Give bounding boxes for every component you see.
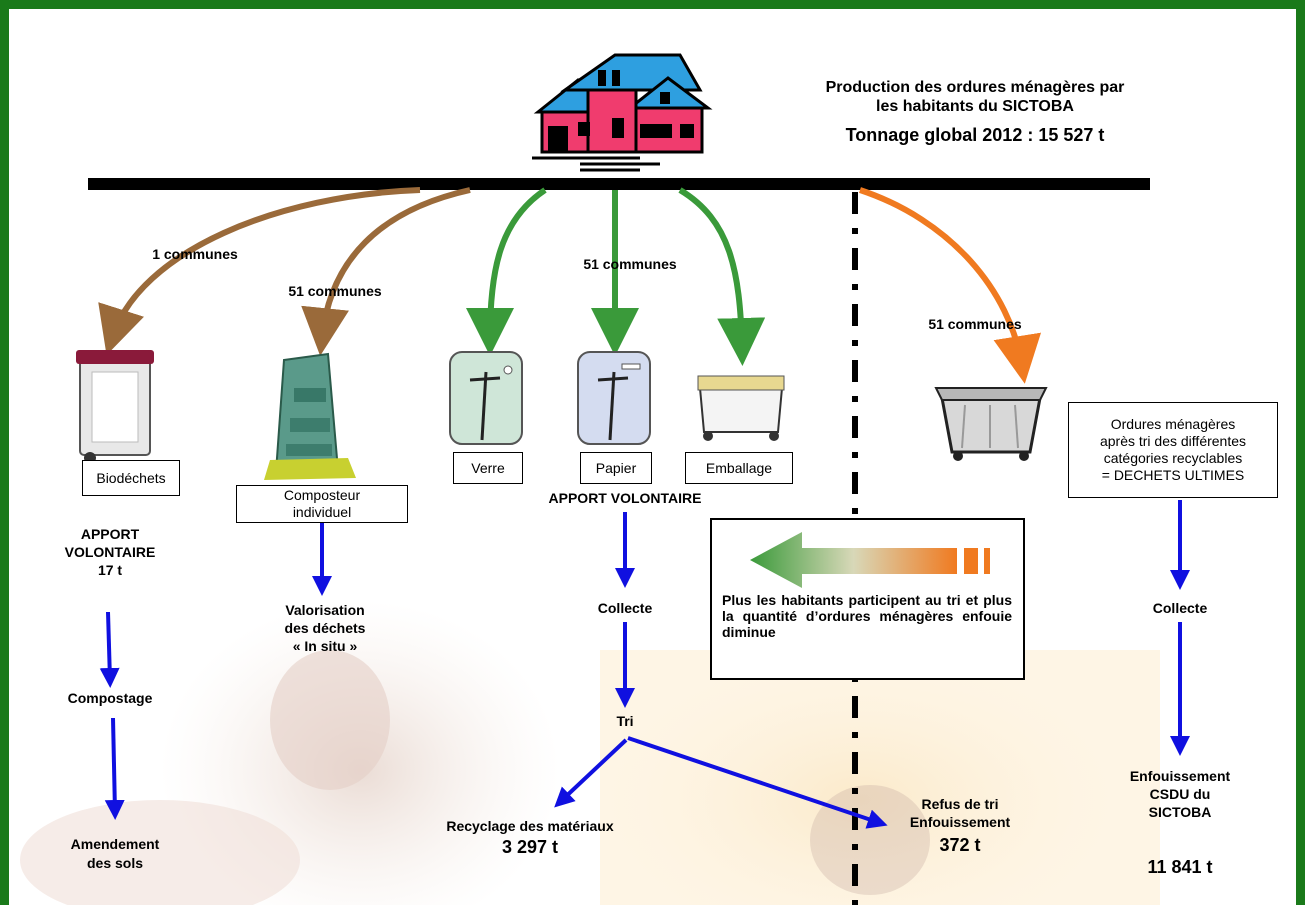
papier-label: Papier [595,459,637,476]
om-label-3: catégories recyclables [1103,450,1243,466]
enfouissement-label-3: SICTOBA [1148,804,1212,820]
refus-label-2: Enfouissement [909,814,1011,830]
arrow-to-emballage [678,187,766,366]
house-icon [532,53,713,172]
biodechets-bin-icon [76,350,154,464]
verre-container-icon [449,351,523,445]
enfouissement-label-2: CSDU du [1149,786,1211,802]
title-line1: Production des ordures ménagères par [825,79,1125,96]
amendement-label-2: des sols [86,855,144,871]
recyclage-tonnage: 3 297 t [501,837,559,857]
arrow-to-om [859,187,1042,384]
collecte-om-label: Collecte [1152,600,1208,616]
om-bin-icon [934,387,1048,461]
om-label-4: = DECHETS ULTIMES [1101,467,1245,483]
apport-tonnage: 17 t [97,562,123,578]
papier-container-icon [577,351,651,445]
om-label-1: Ordures ménagères [1110,416,1236,432]
valorisation-label-2: des déchets [284,620,366,636]
legend-text: Plus les habitants participent au tri et… [722,592,1012,640]
label-51-communes-compost: 51 communes [288,283,382,299]
tri-label: Tri [616,713,634,729]
composteur-icon [264,352,356,480]
biodechets-label: Biodéchets [96,469,166,486]
emballage-box: Emballage [685,452,793,484]
apport-label-2: VOLONTAIRE [64,544,156,560]
label-51-communes-tri: 51 communes [583,256,677,272]
composteur-label-2: individuel [292,504,352,520]
arrow-tri-refus [627,736,888,829]
enfouissement-tonnage: 11 841 t [1147,857,1213,877]
refus-tonnage: 372 t [939,835,981,855]
label-51-communes-om: 51 communes [928,316,1022,332]
composteur-box: Composteur individuel [236,485,408,523]
valorisation-label-1: Valorisation [285,602,365,618]
recyclage-label: Recyclage des matériaux [446,818,614,834]
arrow-to-biodechets [98,187,421,356]
om-box: Ordures ménagères après tri des différen… [1068,402,1278,498]
apport-volontaire-label: APPORT VOLONTAIRE [548,490,702,506]
om-label-2: après tri des différentes [1099,433,1247,449]
emballage-bin-icon [697,375,785,441]
arrow-to-verre [466,187,547,356]
source-bar [88,178,1150,190]
enfouissement-label-1: Enfouissement [1129,768,1231,784]
arrow-to-composteur [301,187,471,356]
verre-box: Verre [453,452,523,484]
collecte-tri-label: Collecte [597,600,653,616]
label-1-communes: 1 communes [152,246,238,262]
valorisation-label-3: « In situ » [292,638,358,654]
arrow-apport-compostage [99,611,120,688]
apport-label-1: APPORT [80,526,140,542]
composteur-label-1: Composteur [283,487,361,503]
tonnage-global: Tonnage global 2012 : 15 527 t [845,125,1105,145]
biodechets-box: Biodéchets [82,460,180,496]
papier-box: Papier [580,452,652,484]
verre-label: Verre [471,459,505,476]
legend-box: Plus les habitants participent au tri et… [710,518,1025,680]
legend-gradient-arrow [750,532,990,588]
title-line2: les habitants du SICTOBA [876,98,1074,115]
amendement-label-1: Amendement [70,836,160,852]
emballage-label: Emballage [705,459,773,476]
refus-label-1: Refus de tri [921,796,999,812]
arrow-compostage-amendement [104,717,125,820]
compostage-label: Compostage [67,690,153,706]
arrow-tri-recyclage [554,738,628,808]
